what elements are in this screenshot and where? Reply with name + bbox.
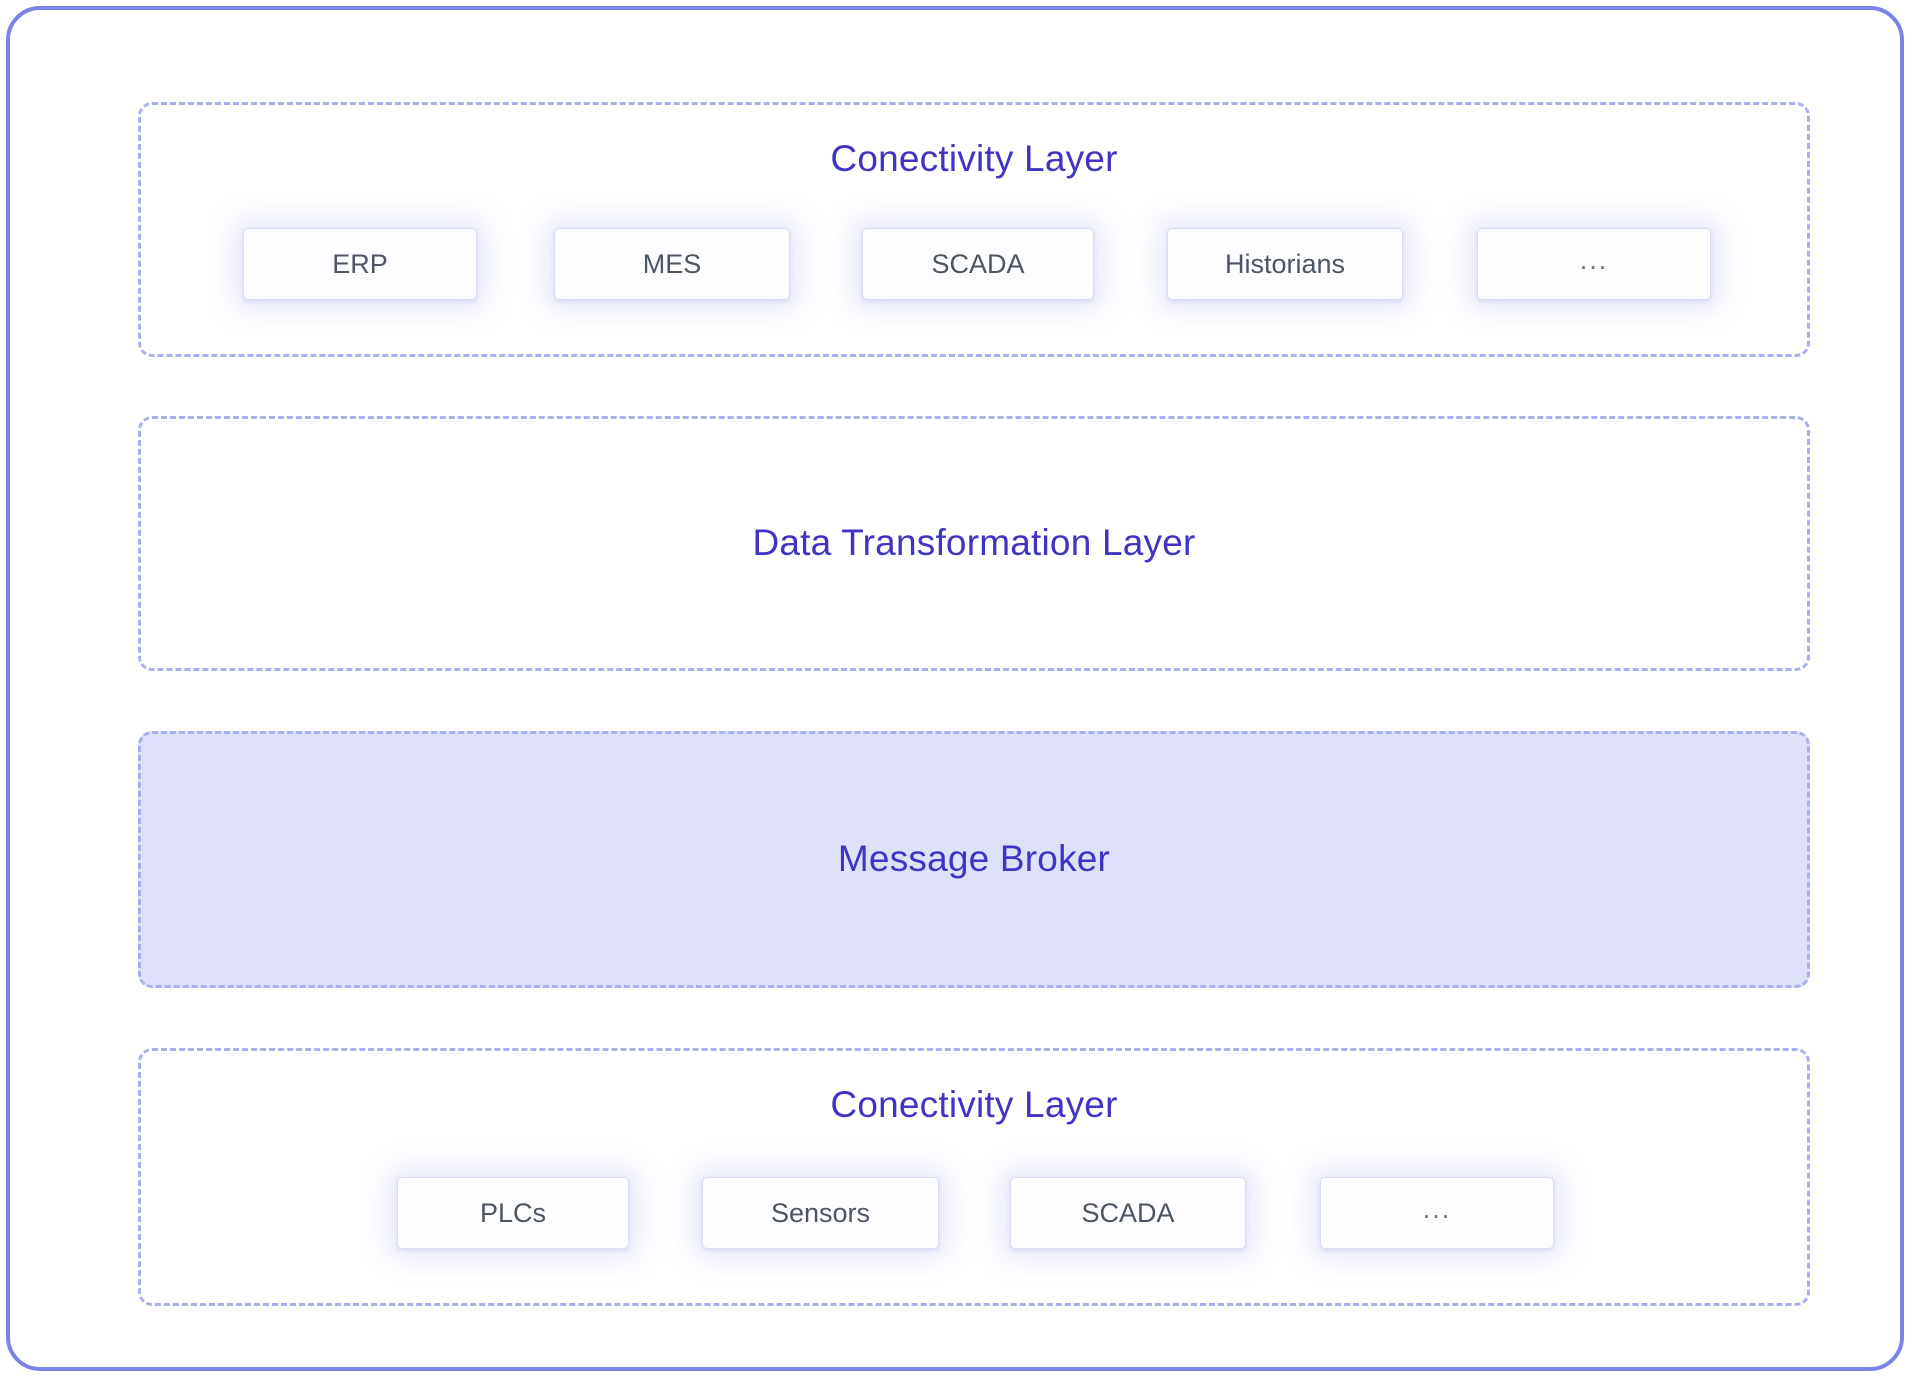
chip-more-bottom[interactable]: ... [1320, 1177, 1554, 1249]
chip-more-top[interactable]: ... [1477, 228, 1711, 300]
layer-title-connectivity-bottom: Conectivity Layer [830, 1084, 1118, 1125]
layer-connectivity-bottom[interactable]: Conectivity Layer PLCs Sensors SCADA ... [138, 1048, 1810, 1306]
layer-data-transformation[interactable]: Data Transformation Layer [138, 416, 1810, 671]
layer-title-connectivity-top: Conectivity Layer [830, 138, 1118, 179]
layer-title-message-broker: Message Broker [837, 838, 1111, 879]
chip-scada-bottom[interactable]: SCADA [1010, 1177, 1246, 1249]
layer-stack: Conectivity Layer ERP MES SCADA Historia… [10, 10, 1900, 1367]
architecture-diagram: Conectivity Layer ERP MES SCADA Historia… [6, 6, 1904, 1371]
chip-plcs[interactable]: PLCs [397, 1177, 629, 1249]
chip-scada-top[interactable]: SCADA [862, 228, 1094, 300]
chip-row-connectivity-bottom: PLCs Sensors SCADA ... [397, 1177, 1697, 1249]
layer-message-broker[interactable]: Message Broker [138, 731, 1810, 988]
chip-mes[interactable]: MES [554, 228, 790, 300]
chip-erp[interactable]: ERP [243, 228, 477, 300]
chip-sensors[interactable]: Sensors [702, 1177, 939, 1249]
chip-historians[interactable]: Historians [1167, 228, 1403, 300]
chip-row-connectivity-top: ERP MES SCADA Historians ... [243, 228, 1743, 300]
layer-title-data-transformation: Data Transformation Layer [752, 522, 1196, 563]
layer-connectivity-top[interactable]: Conectivity Layer ERP MES SCADA Historia… [138, 102, 1810, 357]
